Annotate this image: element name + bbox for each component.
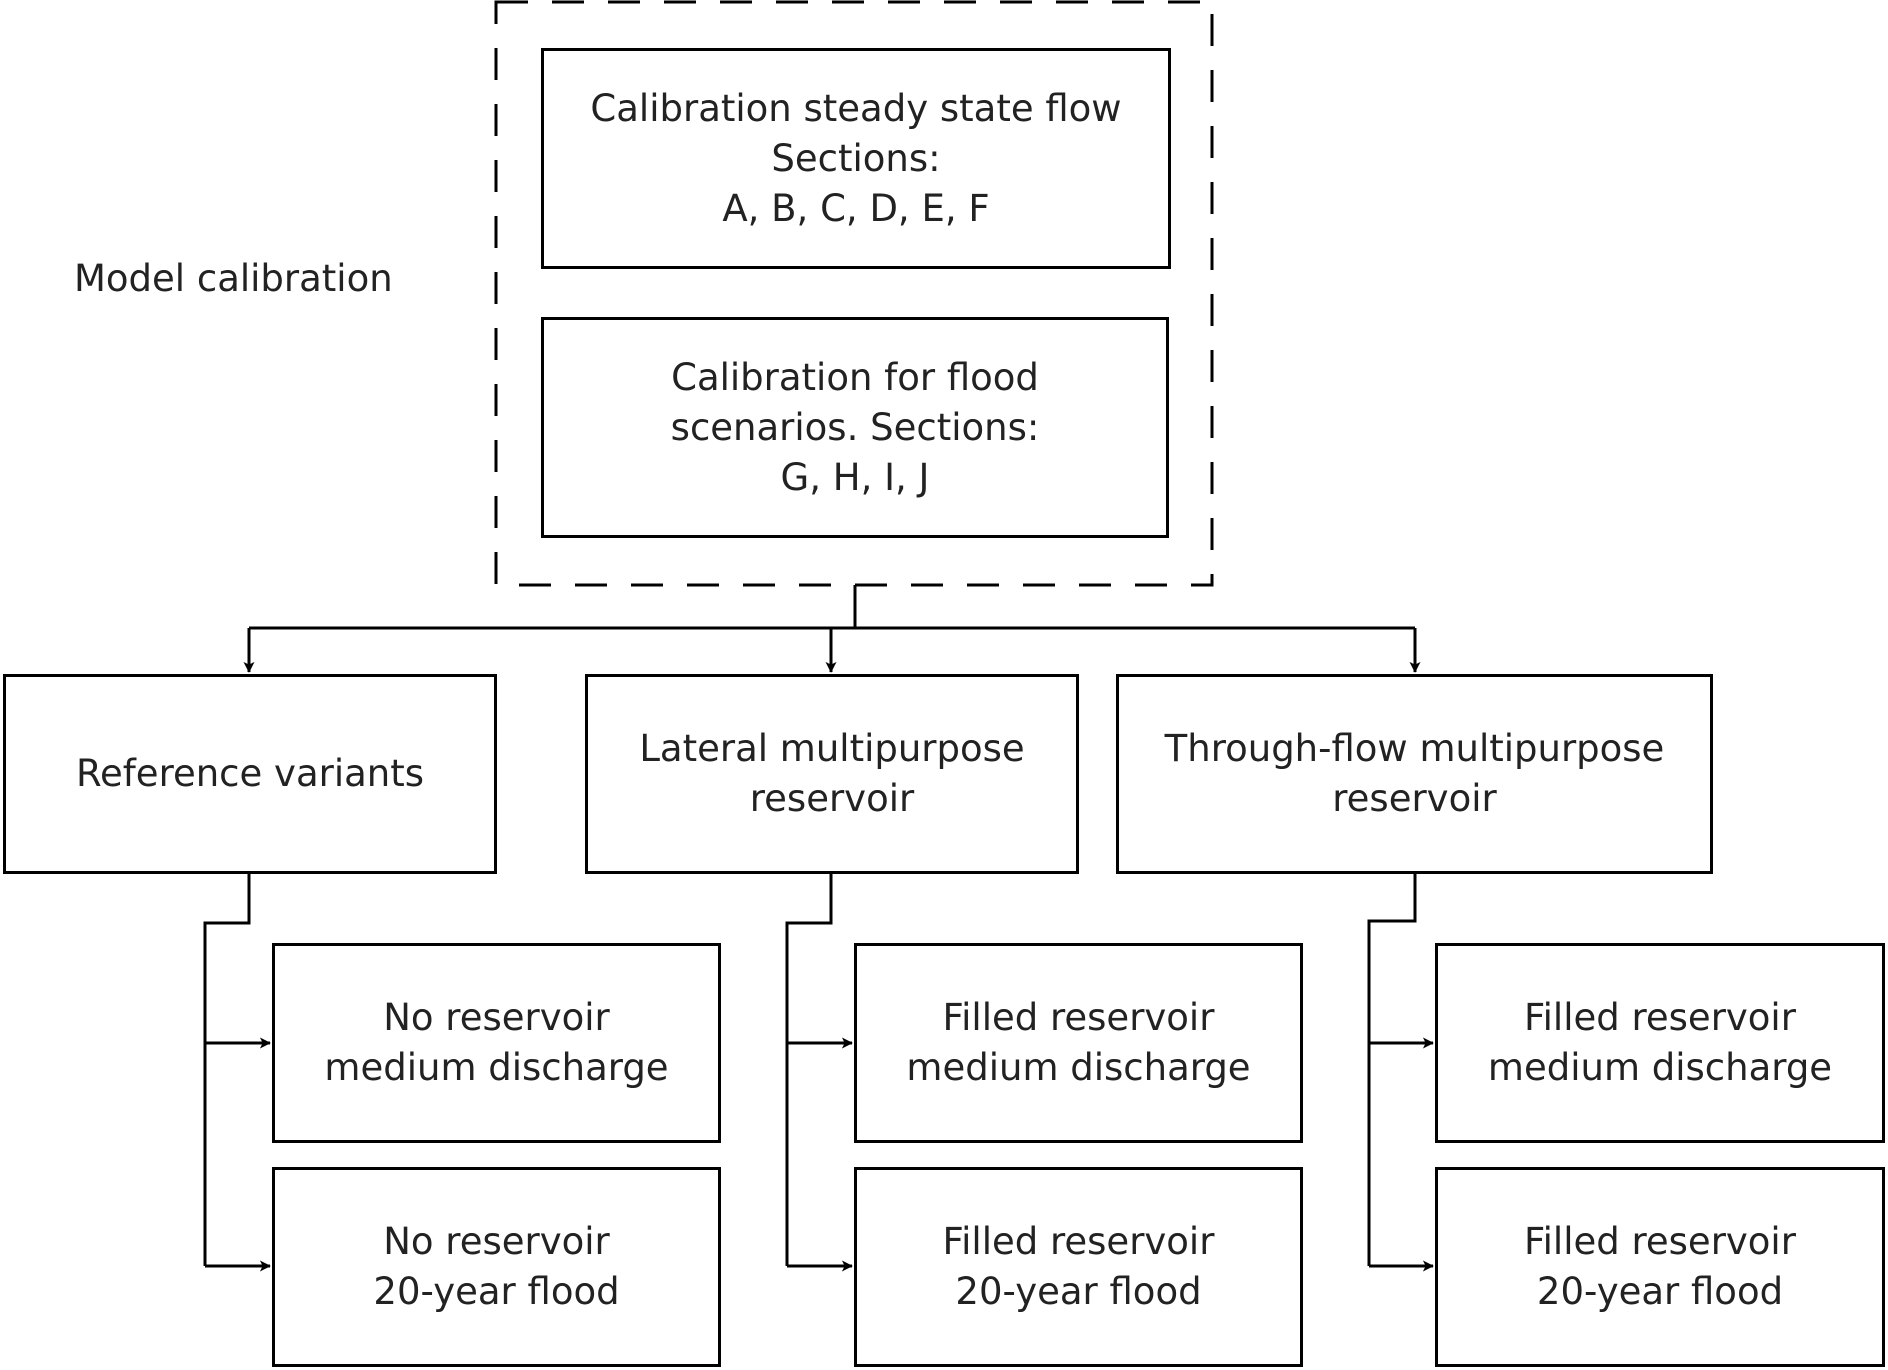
branch-lateral (785, 873, 833, 1266)
lateral-medium-discharge-box: Filled reservoir medium discharge (854, 943, 1303, 1143)
branch-reference (203, 873, 251, 1266)
model-calibration-label: Model calibration (74, 257, 393, 300)
branch-through-flow (1367, 873, 1417, 1266)
through-flow-reservoir-box: Through-flow multipurpose reservoir (1116, 674, 1713, 874)
calibration-steady-state-box: Calibration steady state flow Sections: … (541, 48, 1171, 269)
calibration-flood-box: Calibration for flood scenarios. Section… (541, 317, 1169, 538)
reference-variants-box: Reference variants (3, 674, 497, 874)
reference-medium-discharge-box: No reservoir medium discharge (272, 943, 721, 1143)
through-flow-medium-discharge-box: Filled reservoir medium discharge (1435, 943, 1885, 1143)
reference-20-year-flood-box: No reservoir 20-year flood (272, 1167, 721, 1367)
lateral-reservoir-box: Lateral multipurpose reservoir (585, 674, 1079, 874)
through-flow-20-year-flood-box: Filled reservoir 20-year flood (1435, 1167, 1885, 1367)
calibration-group-dashed-border (494, 0, 1214, 587)
lateral-20-year-flood-box: Filled reservoir 20-year flood (854, 1167, 1303, 1367)
